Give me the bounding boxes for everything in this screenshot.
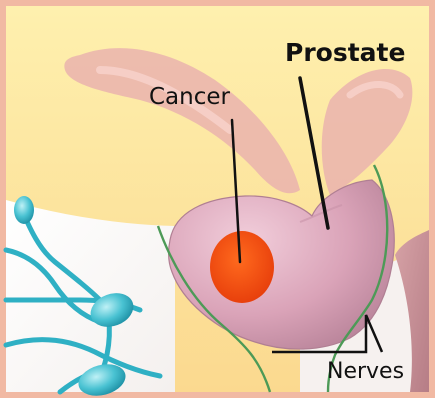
lymph-node-3 xyxy=(14,196,34,224)
cancer-label: Cancer xyxy=(149,86,230,109)
prostate-label: Prostate xyxy=(285,40,405,65)
cancer-tumor xyxy=(210,231,274,303)
nerves-label: Nerves xyxy=(327,361,404,383)
